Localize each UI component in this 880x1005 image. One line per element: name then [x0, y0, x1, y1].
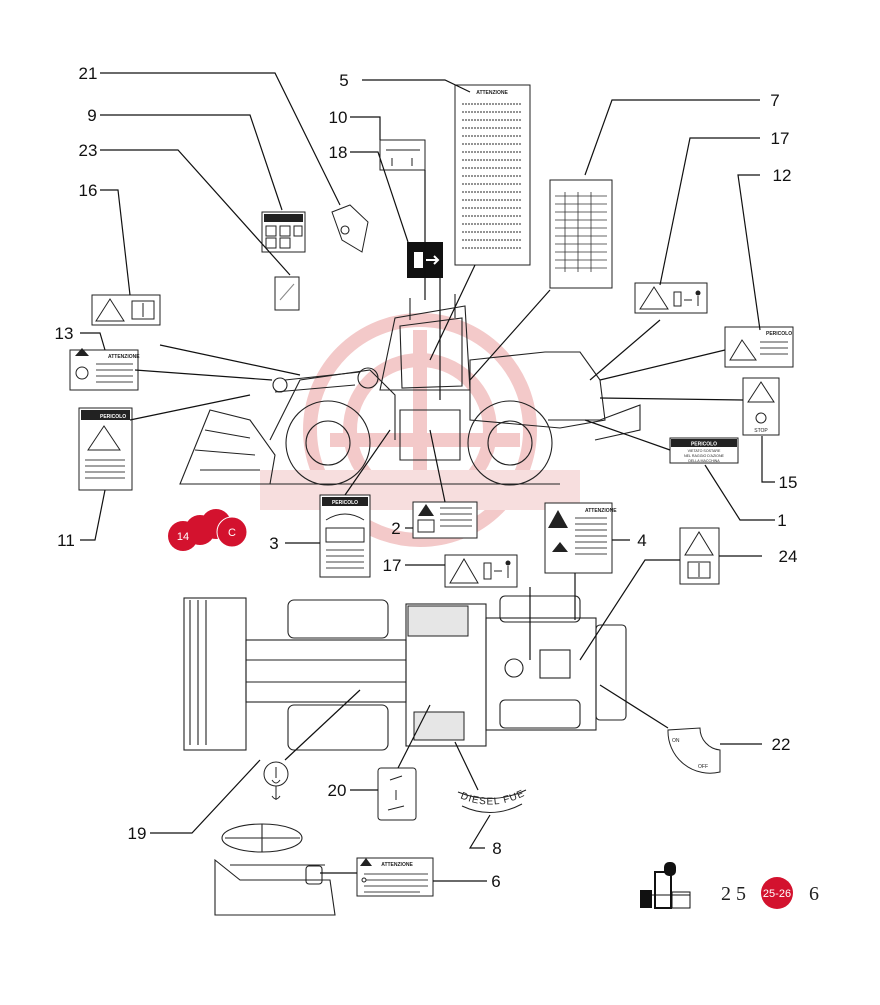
decal-13-heading: ATTENZIONE — [108, 354, 140, 360]
decal-6-heading: ATTENZIONE — [381, 862, 413, 868]
badge-14: 14 — [177, 531, 189, 543]
callout-20: 20 — [328, 781, 347, 800]
decal-1: PERICOLO VIETATO SOSTARE NEL RAGGIO D'AZ… — [669, 437, 739, 464]
callout-7: 7 — [770, 91, 779, 110]
decal-11: PERICOLO — [78, 407, 133, 491]
decal-15-stop: STOP — [754, 428, 768, 434]
decal-12-heading: PERICOLO — [766, 331, 792, 337]
callout-16: 16 — [79, 181, 98, 200]
decal-22: ON OFF — [667, 727, 721, 774]
decal-8-text: DIESEL FUEL — [0, 0, 526, 808]
decal-1-heading: PERICOLO — [691, 442, 717, 448]
decal-5: ATTENZIONE — [454, 84, 531, 266]
callout-19: 19 — [128, 824, 147, 843]
page-number: 2 5 25-26 6 — [721, 877, 819, 909]
decal-5-heading: ATTENZIONE — [476, 90, 508, 96]
callout-2: 2 — [391, 519, 400, 538]
decal-23 — [274, 276, 300, 311]
callout-17-top: 17 — [771, 129, 790, 148]
callout-4: 4 — [637, 531, 646, 550]
decal-8: DIESEL FUEL — [0, 0, 527, 814]
callout-24: 24 — [779, 547, 798, 566]
callout-23: 23 — [79, 141, 98, 160]
svg-text:DIESEL FUEL: DIESEL FUEL — [0, 0, 527, 808]
callout-21: 21 — [79, 64, 98, 83]
decal-7 — [549, 179, 613, 289]
callout-3: 3 — [269, 534, 278, 553]
callout-15: 15 — [779, 473, 798, 492]
badge-c: C — [228, 527, 236, 539]
decal-3-heading: PERICOLO — [332, 500, 358, 506]
decal-15: STOP — [742, 377, 780, 436]
page-number-suffix: 6 — [809, 883, 819, 905]
leader-lines — [80, 72, 775, 882]
decal-1-text-line1: VIETATO SOSTARE — [688, 449, 721, 453]
decal-19 — [263, 761, 289, 800]
callout-labels: 21 9 23 16 13 11 5 10 18 7 17 12 15 1 2 … — [55, 64, 798, 891]
decal-21 — [331, 204, 369, 253]
decal-20 — [377, 767, 417, 821]
loader-top-view — [183, 595, 627, 751]
decal-11-heading: PERICOLO — [100, 414, 126, 420]
callout-9: 9 — [87, 106, 96, 125]
callout-1: 1 — [777, 511, 786, 530]
callout-17-bottom: 17 — [383, 556, 402, 575]
footer-logo — [640, 862, 691, 909]
decal-22-on: ON — [672, 738, 680, 744]
callout-6: 6 — [491, 872, 500, 891]
callout-5: 5 — [339, 71, 348, 90]
callout-12: 12 — [773, 166, 792, 185]
callout-8: 8 — [492, 839, 501, 858]
decal-2 — [412, 501, 478, 539]
page-badge: 25-26 — [763, 888, 791, 900]
decal-4-heading: ATTENZIONE — [585, 508, 617, 514]
decal-6: ATTENZIONE — [356, 857, 434, 897]
decal-13: ATTENZIONE — [69, 348, 140, 391]
decal-24 — [679, 527, 720, 585]
decal-3: PERICOLO — [319, 494, 371, 578]
callout-11: 11 — [57, 531, 75, 550]
decal-4: ATTENZIONE — [544, 502, 617, 574]
decal-9 — [261, 211, 306, 253]
callout-13: 13 — [55, 324, 74, 343]
decal-22-off: OFF — [698, 764, 708, 770]
decal-10 — [379, 139, 426, 171]
steering-detail — [214, 823, 336, 916]
decal-17-side — [634, 282, 708, 314]
callout-10: 10 — [329, 108, 348, 127]
decal-16 — [91, 294, 161, 326]
callout-22: 22 — [772, 735, 791, 754]
page-number-prefix: 2 5 — [721, 883, 746, 905]
decal-1-text-line2: NEL RAGGIO D'AZIONE — [684, 454, 724, 458]
decal-12: PERICOLO — [724, 326, 794, 368]
callout-18: 18 — [329, 143, 348, 162]
decal-1-text-line3: DELLA MACCHINA — [688, 459, 720, 463]
decal-17-front — [444, 554, 518, 588]
red-badge-group[interactable]: 14 C — [168, 509, 248, 551]
